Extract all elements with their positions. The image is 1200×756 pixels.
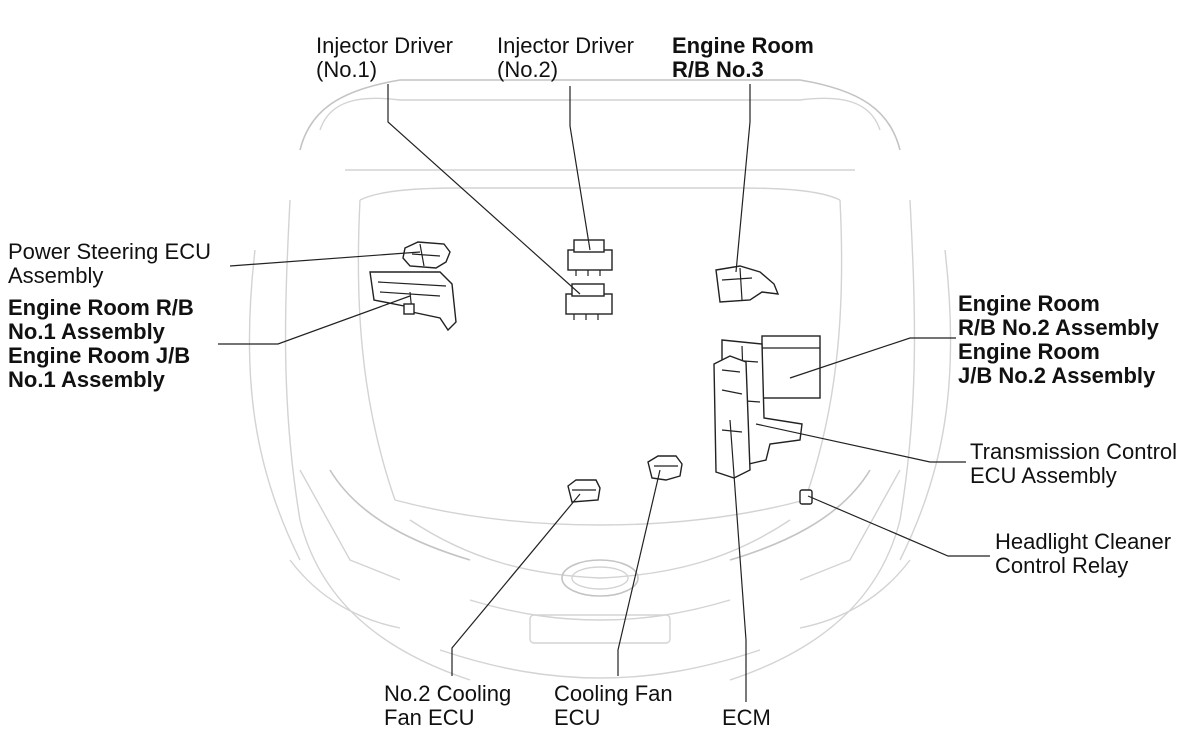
label-headlight-cleaner-relay: Headlight Cleaner Control Relay	[995, 530, 1171, 578]
leader-engine-room-rb2	[789, 337, 956, 379]
label-transmission-control-ecu: Transmission Control ECU Assembly	[970, 440, 1177, 488]
leader-engine-room-rb1	[218, 295, 411, 345]
label-line: ECU	[554, 705, 601, 730]
label-ecm: ECM	[722, 706, 771, 730]
leader-engine-room-rb3	[735, 84, 751, 273]
label-injector-driver-1: Injector Driver (No.1)	[316, 34, 453, 82]
injector-driver-1-shape	[565, 283, 613, 320]
label-line: Cooling Fan	[554, 681, 673, 706]
label-line: Assembly	[8, 263, 104, 288]
label-engine-room-rb2-jb2: Engine Room R/B No.2 Assembly Engine Roo…	[958, 292, 1159, 388]
headlight-cleaner-relay-shape	[799, 489, 813, 505]
label-line: ECM	[722, 705, 771, 730]
label-line: Power Steering ECU	[8, 239, 211, 264]
leader-injector-driver-1	[387, 84, 581, 295]
label-line: R/B No.3	[672, 57, 764, 82]
label-line: Engine Room	[958, 291, 1100, 316]
label-line: No.1 Assembly	[8, 319, 165, 344]
label-power-steering-ecu: Power Steering ECU Assembly	[8, 240, 211, 288]
leader-injector-driver-2	[569, 86, 591, 251]
engine-room-rb1-shape	[369, 271, 457, 332]
label-line: ECU Assembly	[970, 463, 1117, 488]
label-line: Transmission Control	[970, 439, 1178, 464]
car-body-outline	[248, 79, 952, 681]
leader-cooling-fan	[617, 469, 661, 676]
power-steering-ecu-shape	[402, 241, 451, 269]
label-line: Engine Room	[672, 33, 814, 58]
leader-no2-cooling-fan	[451, 493, 581, 676]
label-cooling-fan-ecu: Cooling Fan ECU	[554, 682, 673, 730]
label-injector-driver-2: Injector Driver (No.2)	[497, 34, 634, 82]
label-line: Control Relay	[995, 553, 1129, 578]
leader-transmission-ecu	[755, 423, 966, 463]
label-line: R/B No.2 Assembly	[958, 315, 1159, 340]
leader-ecm	[729, 419, 747, 702]
label-line: J/B No.2 Assembly	[958, 363, 1156, 388]
injector-driver-2-shape	[567, 239, 613, 276]
label-line: Engine Room	[958, 339, 1100, 364]
label-line: Fan ECU	[384, 705, 475, 730]
leader-lines	[218, 84, 990, 702]
label-line: No.2 Cooling	[384, 681, 512, 706]
label-line: Headlight Cleaner	[995, 529, 1172, 554]
label-no2-cooling-fan-ecu: No.2 Cooling Fan ECU	[384, 682, 511, 730]
no2-cooling-fan-ecu-shape	[567, 479, 601, 503]
leader-headlight-relay	[807, 495, 990, 557]
ecm-shape	[713, 355, 751, 479]
label-line: No.1 Assembly	[8, 367, 165, 392]
leader-power-steering-ecu	[229, 251, 421, 267]
label-line: Injector Driver	[316, 33, 453, 58]
cooling-fan-ecu-shape	[647, 455, 683, 481]
label-engine-room-rb3: Engine Room R/B No.3	[672, 34, 814, 82]
label-engine-room-rb1-jb1: Engine Room R/B No.1 Assembly Engine Roo…	[8, 296, 194, 392]
label-line: (No.1)	[316, 57, 378, 82]
label-line: Injector Driver	[497, 33, 634, 58]
label-line: Engine Room R/B	[8, 295, 194, 320]
label-line: Engine Room J/B	[8, 343, 191, 368]
label-line: (No.2)	[497, 57, 559, 82]
engine-room-rb3-shape	[715, 265, 780, 303]
